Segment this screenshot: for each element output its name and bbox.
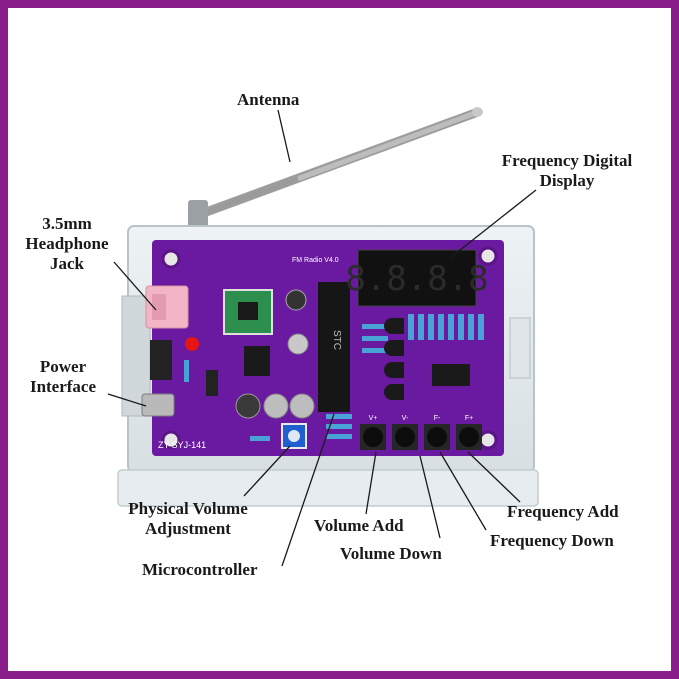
svg-text:V-: V-	[402, 415, 409, 422]
svg-text:8.8.8.8: 8.8.8.8	[345, 259, 488, 299]
board-model: ZY-SYJ-141	[158, 440, 206, 450]
label-physical-volume-line1: Physical Volume	[128, 499, 248, 518]
label-frequency-down: Frequency Down	[490, 531, 614, 550]
label-headphone-line2: Headphone	[25, 234, 109, 253]
pcb-board: STC FM Radio V4.0 ZY-SYJ-141 8.8.8.8	[141, 240, 504, 456]
frequency-digital-display	[357, 249, 477, 307]
svg-text:V+: V+	[369, 415, 378, 422]
label-power-interface: Power Interface	[18, 357, 108, 397]
label-headphone-jack: 3.5mm Headphone Jack	[12, 214, 122, 274]
label-physical-volume: Physical Volume Adjustment	[110, 499, 266, 539]
svg-text:STC: STC	[331, 330, 342, 350]
label-microcontroller: Microcontroller	[142, 560, 258, 579]
label-volume-down: Volume Down	[340, 544, 442, 563]
board-title: FM Radio V4.0	[292, 257, 339, 264]
label-headphone-line1: 3.5mm	[42, 214, 92, 233]
label-frequency-display: Frequency Digital Display	[482, 151, 652, 191]
label-headphone-line3: Jack	[50, 254, 84, 273]
antenna	[188, 107, 483, 240]
label-frequency-display-line2: Display	[539, 171, 595, 190]
label-frequency-add: Frequency Add	[507, 502, 619, 521]
label-physical-volume-line2: Adjustment	[145, 519, 231, 538]
label-power-line2: Interface	[29, 377, 97, 396]
label-volume-add: Volume Add	[314, 516, 404, 535]
microcontroller-chip	[318, 282, 350, 412]
label-frequency-display-line1: Frequency Digital	[501, 151, 633, 170]
svg-text:F-: F-	[434, 415, 441, 422]
label-antenna: Antenna	[237, 90, 300, 109]
svg-text:F+: F+	[465, 415, 473, 422]
leader-lines	[107, 109, 537, 567]
button-row	[360, 424, 482, 450]
label-power-line1: Power	[39, 357, 87, 376]
